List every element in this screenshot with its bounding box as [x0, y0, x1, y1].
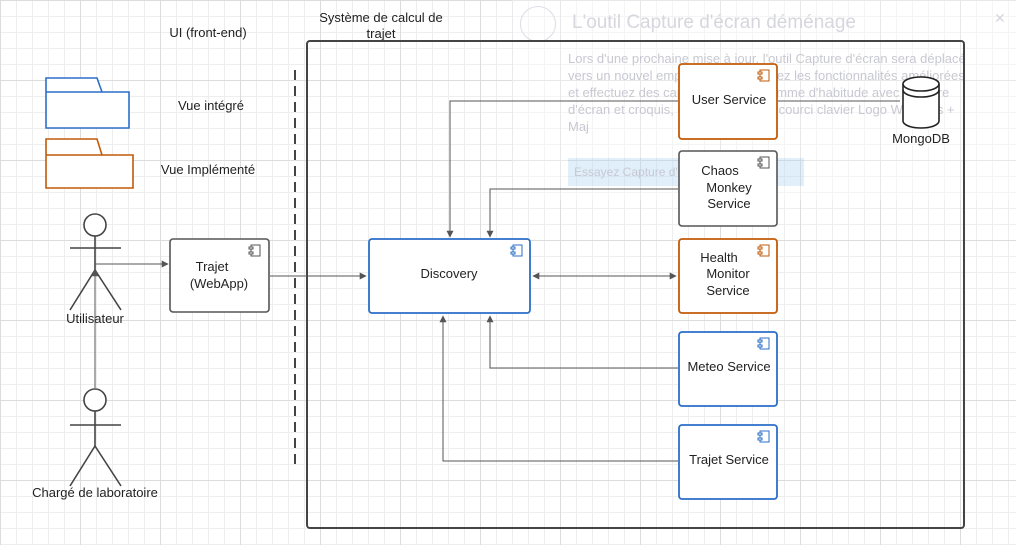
meteo-service-component[interactable]: Meteo Service — [678, 331, 778, 407]
svg-text:(WebApp): (WebApp) — [190, 276, 248, 291]
component-icon — [510, 244, 523, 257]
component-icon — [757, 430, 770, 443]
user-service-to-discovery-connector[interactable] — [446, 100, 678, 238]
svg-text:Monitor: Monitor — [706, 266, 750, 281]
svg-text:Service: Service — [707, 196, 750, 211]
component-icon — [248, 244, 261, 257]
svg-text:Discovery: Discovery — [420, 266, 478, 281]
legend-integrated-label: Vue intégré — [178, 98, 244, 113]
legend-integrated-folder-icon — [45, 77, 130, 129]
lab-actor-icon[interactable] — [69, 388, 122, 487]
component-icon — [757, 69, 770, 82]
notification-close-icon[interactable]: ✕ — [994, 10, 1006, 26]
meteo-to-discovery-connector[interactable] — [486, 315, 678, 369]
svg-text:Health: Health — [700, 250, 738, 265]
svg-text:Monkey: Monkey — [706, 180, 752, 195]
mongodb-label: MongoDB — [892, 131, 950, 146]
user-service-component[interactable]: User Service — [678, 63, 778, 140]
system-boundary[interactable] — [306, 40, 965, 529]
component-icon — [757, 244, 770, 257]
chaos-monkey-component[interactable]: Chaos Monkey Service — [678, 150, 778, 227]
svg-text:Trajet Service: Trajet Service — [689, 452, 769, 467]
system-title-line2: trajet — [367, 26, 396, 41]
component-icon — [757, 337, 770, 350]
svg-text:Meteo Service: Meteo Service — [687, 359, 770, 374]
user-actor-icon[interactable] — [69, 213, 122, 311]
component-icon — [757, 156, 770, 169]
mongodb-database-icon[interactable] — [902, 76, 940, 129]
notification-title: L'outil Capture d'écran déménage — [572, 12, 856, 33]
ui-frontend-label: UI (front-end) — [169, 25, 246, 40]
discovery-component[interactable]: Discovery — [368, 238, 531, 314]
trajet-service-to-discovery-connector[interactable] — [439, 315, 678, 462]
svg-text:Service: Service — [706, 283, 749, 298]
trajet-service-component[interactable]: Trajet Service — [678, 424, 778, 500]
legend-implemented-folder-icon — [45, 138, 134, 189]
svg-text:User Service: User Service — [692, 92, 766, 107]
health-monitor-component[interactable]: Health Monitor Service — [678, 238, 778, 314]
webapp-component[interactable]: Trajet (WebApp) — [169, 238, 270, 313]
chaos-to-discovery-connector[interactable] — [486, 188, 678, 238]
svg-text:Trajet: Trajet — [196, 259, 229, 274]
svg-text:Chaos: Chaos — [701, 163, 739, 178]
lab-actor-label: Chargé de laboratoire — [32, 485, 158, 500]
legend-implemented-label: Vue Implémenté — [161, 162, 255, 177]
system-title-line1: Système de calcul de — [319, 10, 443, 25]
